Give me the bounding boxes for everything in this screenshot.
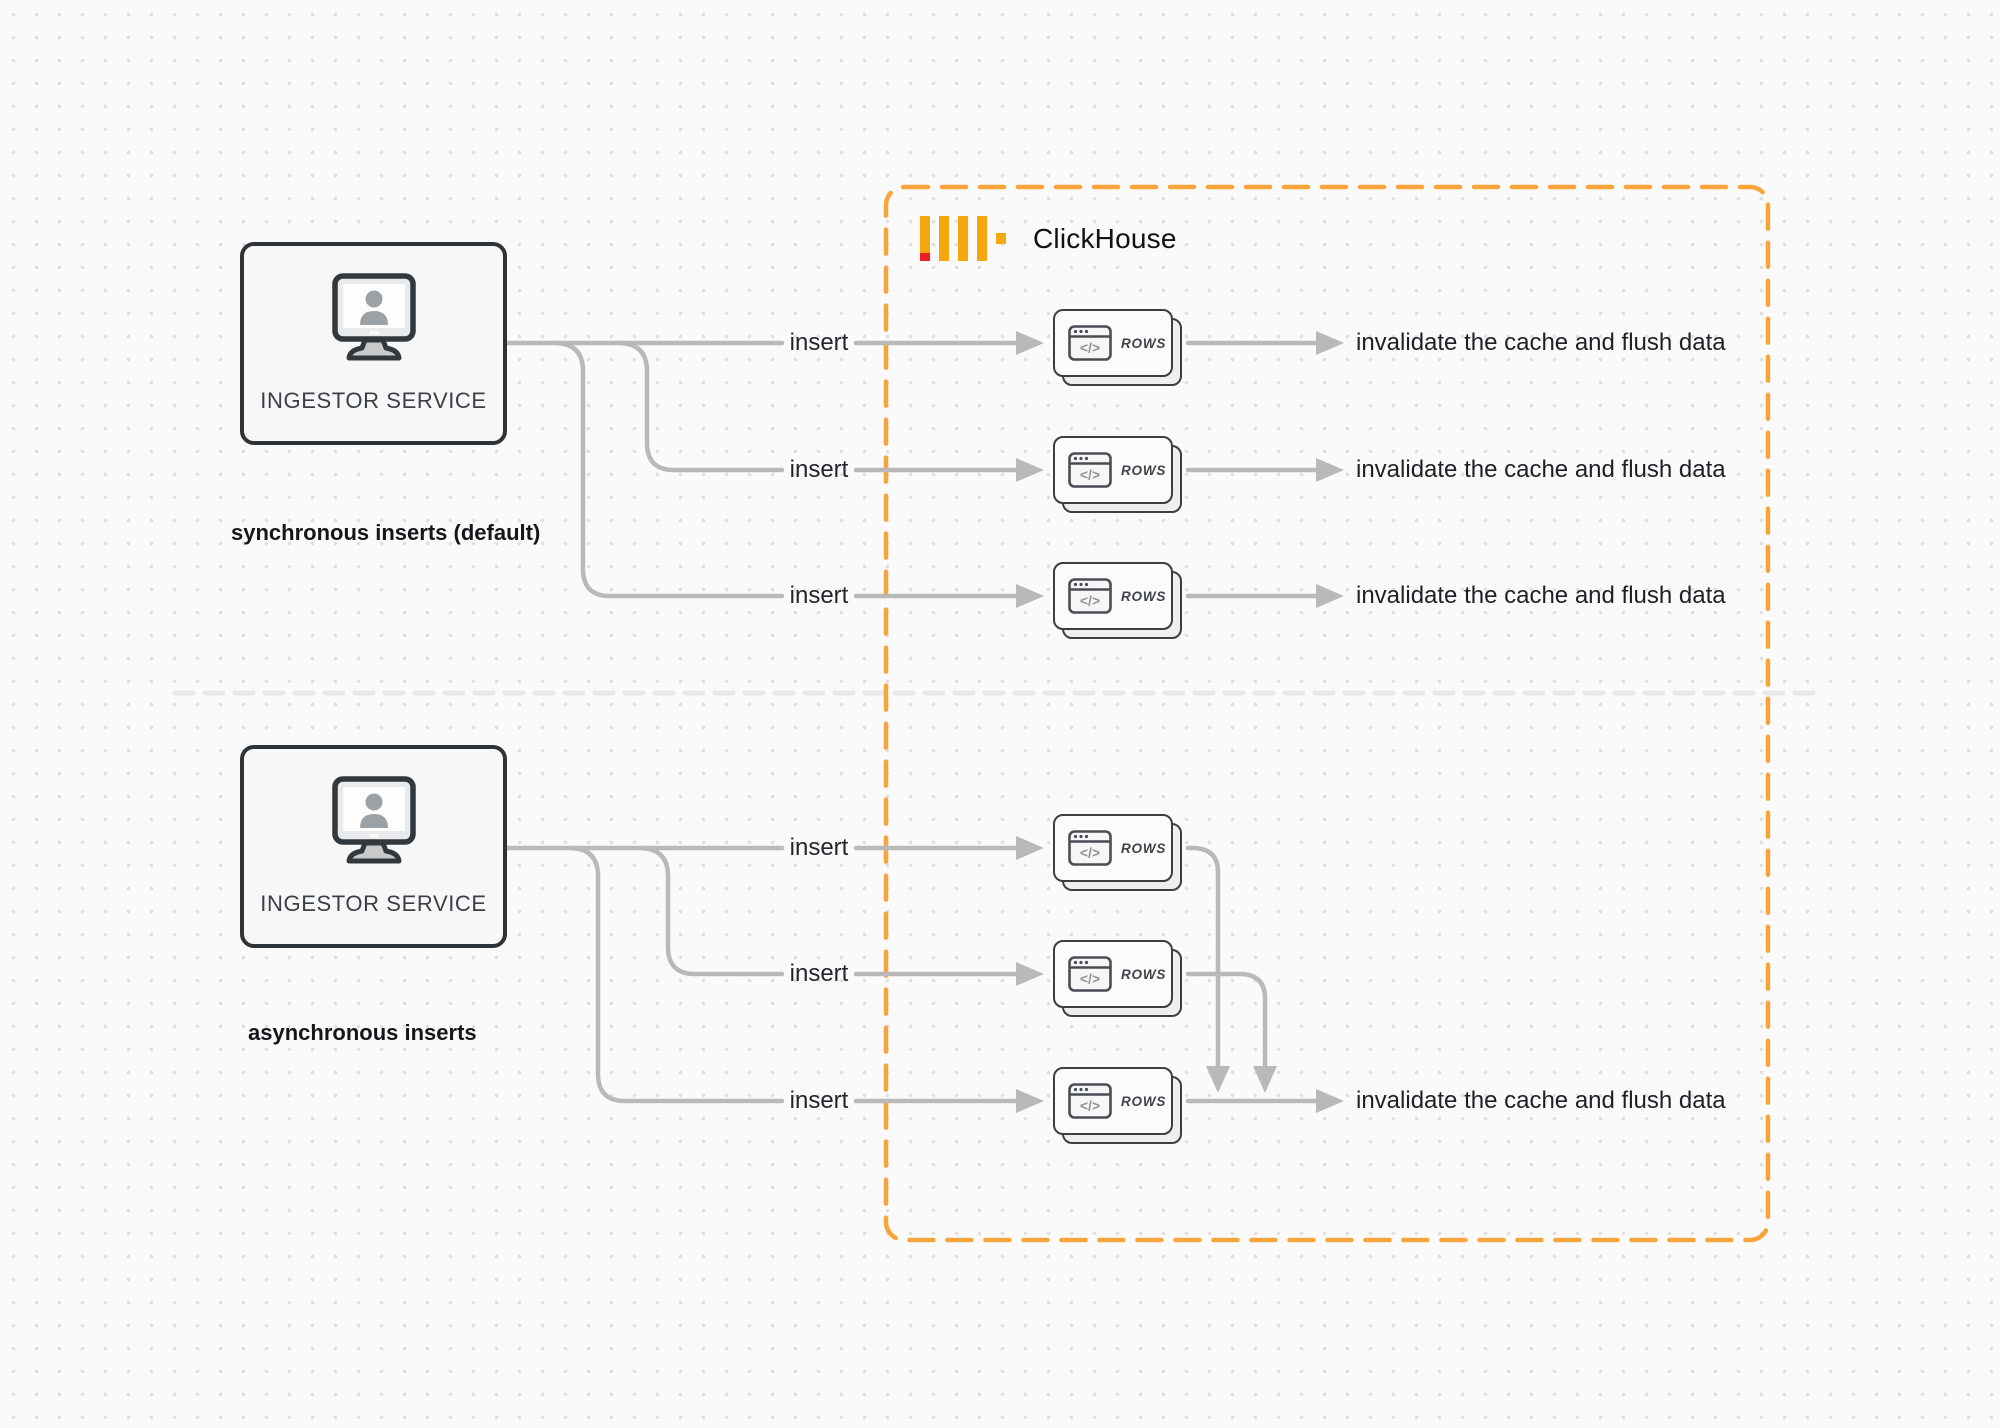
svg-text:</>: </> xyxy=(1080,1098,1100,1114)
rows-card-label: ROWS xyxy=(1121,588,1167,604)
browser-window-icon: </> xyxy=(1068,1083,1112,1119)
rows-card-label: ROWS xyxy=(1121,462,1167,478)
result-label: invalidate the cache and flush data xyxy=(1356,1087,1726,1114)
insert-label: insert xyxy=(789,329,849,356)
result-label: invalidate the cache and flush data xyxy=(1356,329,1726,356)
rows-card-label: ROWS xyxy=(1121,966,1167,982)
clickhouse-logo-icon xyxy=(920,216,1006,261)
ingestor-service-box-sync: INGESTOR SERVICE xyxy=(240,242,507,445)
section-caption-sync: synchronous inserts (default) xyxy=(231,520,541,545)
browser-window-icon: </> xyxy=(1068,325,1112,361)
rows-card: </> ROWS xyxy=(1053,1067,1182,1144)
svg-text:</>: </> xyxy=(1080,467,1100,483)
insert-label: insert xyxy=(789,582,849,609)
browser-window-icon: </> xyxy=(1068,578,1112,614)
rows-card-label: ROWS xyxy=(1121,840,1167,856)
rows-card-label: ROWS xyxy=(1121,335,1167,351)
arrowheads xyxy=(1016,331,1344,1113)
clickhouse-title: ClickHouse xyxy=(1033,223,1177,254)
clickhouse-container-border xyxy=(883,184,1771,1243)
rows-card: </> ROWS xyxy=(1053,436,1182,513)
browser-window-icon: </> xyxy=(1068,956,1112,992)
result-label: invalidate the cache and flush data xyxy=(1356,582,1726,609)
gray-connectors xyxy=(504,340,1319,1104)
svg-text:</>: </> xyxy=(1080,340,1100,356)
rows-card-label: ROWS xyxy=(1121,1093,1167,1109)
svg-text:</>: </> xyxy=(1080,845,1100,861)
insert-label: insert xyxy=(789,1087,849,1114)
result-label: invalidate the cache and flush data xyxy=(1356,456,1726,483)
browser-window-icon: </> xyxy=(1068,830,1112,866)
insert-label: insert xyxy=(789,960,849,987)
ingestor-service-label: INGESTOR SERVICE xyxy=(260,388,487,413)
rows-card: </> ROWS xyxy=(1053,562,1182,639)
rows-card: </> ROWS xyxy=(1053,309,1182,386)
svg-text:</>: </> xyxy=(1080,971,1100,987)
browser-window-icon: </> xyxy=(1068,452,1112,488)
ingestor-service-label: INGESTOR SERVICE xyxy=(260,891,487,916)
ingestor-service-box-async: INGESTOR SERVICE xyxy=(240,745,507,948)
monitor-user-icon xyxy=(331,776,416,864)
monitor-user-icon xyxy=(331,273,416,361)
clickhouse-header: ClickHouse xyxy=(920,216,1177,262)
svg-text:</>: </> xyxy=(1080,593,1100,609)
insert-label: insert xyxy=(789,456,849,483)
rows-card: </> ROWS xyxy=(1053,940,1182,1017)
section-caption-async: asynchronous inserts xyxy=(248,1020,477,1045)
insert-label: insert xyxy=(789,834,849,861)
rows-card: </> ROWS xyxy=(1053,814,1182,891)
